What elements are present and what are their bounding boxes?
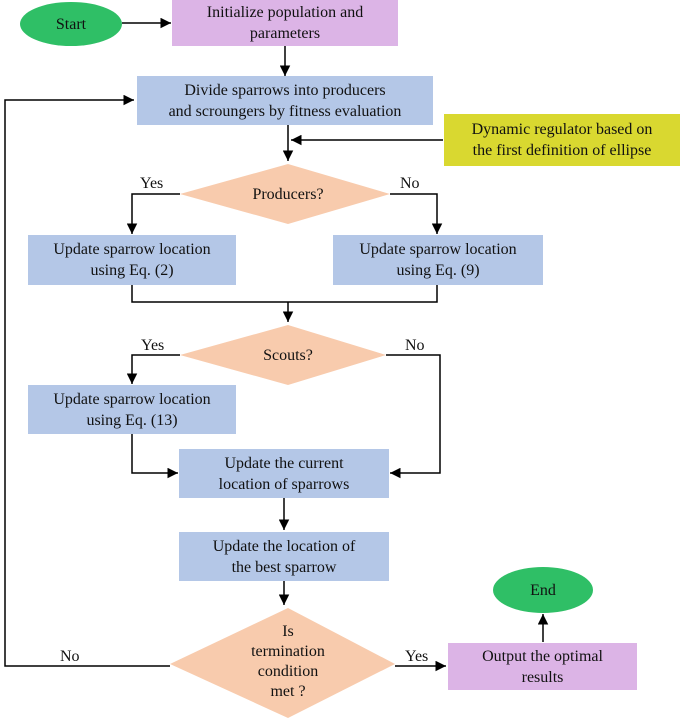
start-label: Start — [55, 15, 87, 33]
update-best-line-2: the best sparrow — [231, 558, 337, 576]
update-eq9-box: Update sparrow location using Eq. (9) — [333, 235, 543, 285]
start-terminal: Start — [20, 2, 122, 46]
regulator-line-2: the first definition of ellipse — [472, 142, 652, 159]
divide-line-1: Divide sparrows into producers — [184, 81, 386, 99]
termination-line-2: termination — [251, 643, 325, 660]
scouts-diamond — [180, 325, 386, 385]
initialize-line-2: parameters — [249, 25, 321, 42]
update-eq2-line-2: using Eq. (2) — [90, 262, 174, 279]
divide-line-2: and scroungers by fitness evaluation — [168, 102, 402, 120]
regulator-line-1: Dynamic regulator based on — [471, 121, 653, 138]
termination-yes-label: Yes — [405, 648, 429, 665]
producers-yes-label: Yes — [140, 175, 164, 192]
update-eq2-box: Update sparrow location using Eq. (2) — [28, 235, 236, 285]
update-eq13-line-2: using Eq. (13) — [86, 411, 178, 429]
initialize-line-1: Initialize population and — [206, 4, 364, 21]
arrow-termination-no-loop — [4, 94, 170, 667]
initialize-box: Initialize population and parameters — [172, 0, 398, 46]
update-eq9-line-2: using Eq. (9) — [396, 262, 480, 279]
termination-no-label: No — [60, 648, 80, 665]
scouts-yes-label: Yes — [141, 337, 165, 354]
update-best-line-1: Update the location of — [212, 537, 356, 555]
output-line-1: Output the optimal — [482, 647, 603, 665]
output-box: Output the optimal results — [448, 643, 637, 690]
termination-line-1: Is — [282, 623, 294, 640]
update-current-box: Update the current location of sparrows — [179, 449, 389, 498]
producers-no-label: No — [400, 175, 420, 192]
update-eq9-line-1: Update sparrow location — [359, 241, 517, 258]
update-best-box: Update the location of the best sparrow — [179, 532, 389, 581]
arrow-eq13-to-current — [131, 434, 178, 479]
output-line-2: results — [521, 668, 564, 686]
termination-label: Is termination condition met ? — [218, 622, 358, 702]
producers-label: Producers? — [252, 186, 324, 203]
update-eq13-box: Update sparrow location using Eq. (13) — [28, 385, 236, 434]
scouts-label: Scouts? — [263, 347, 313, 364]
termination-diamond — [170, 608, 395, 718]
producers-diamond — [180, 164, 390, 224]
arrow-producers-yes — [126, 193, 180, 234]
divide-box: Divide sparrows into producers and scrou… — [137, 76, 433, 125]
end-label: End — [530, 581, 556, 599]
regulator-box: Dynamic regulator based on the first def… — [444, 114, 680, 166]
arrow-scouts-yes — [126, 354, 180, 384]
arrow-producers-no — [390, 193, 443, 234]
termination-line-4: met ? — [270, 683, 306, 700]
update-eq13-line-1: Update sparrow location — [53, 390, 211, 408]
update-current-line-1: Update the current — [224, 454, 344, 472]
line-eq2-down — [131, 285, 438, 303]
arrow-scouts-no — [386, 354, 441, 479]
scouts-no-label: No — [405, 337, 425, 354]
end-terminal: End — [493, 567, 593, 613]
update-eq2-line-1: Update sparrow location — [53, 241, 211, 258]
update-current-line-2: location of sparrows — [218, 475, 350, 493]
termination-line-3: condition — [257, 663, 319, 680]
